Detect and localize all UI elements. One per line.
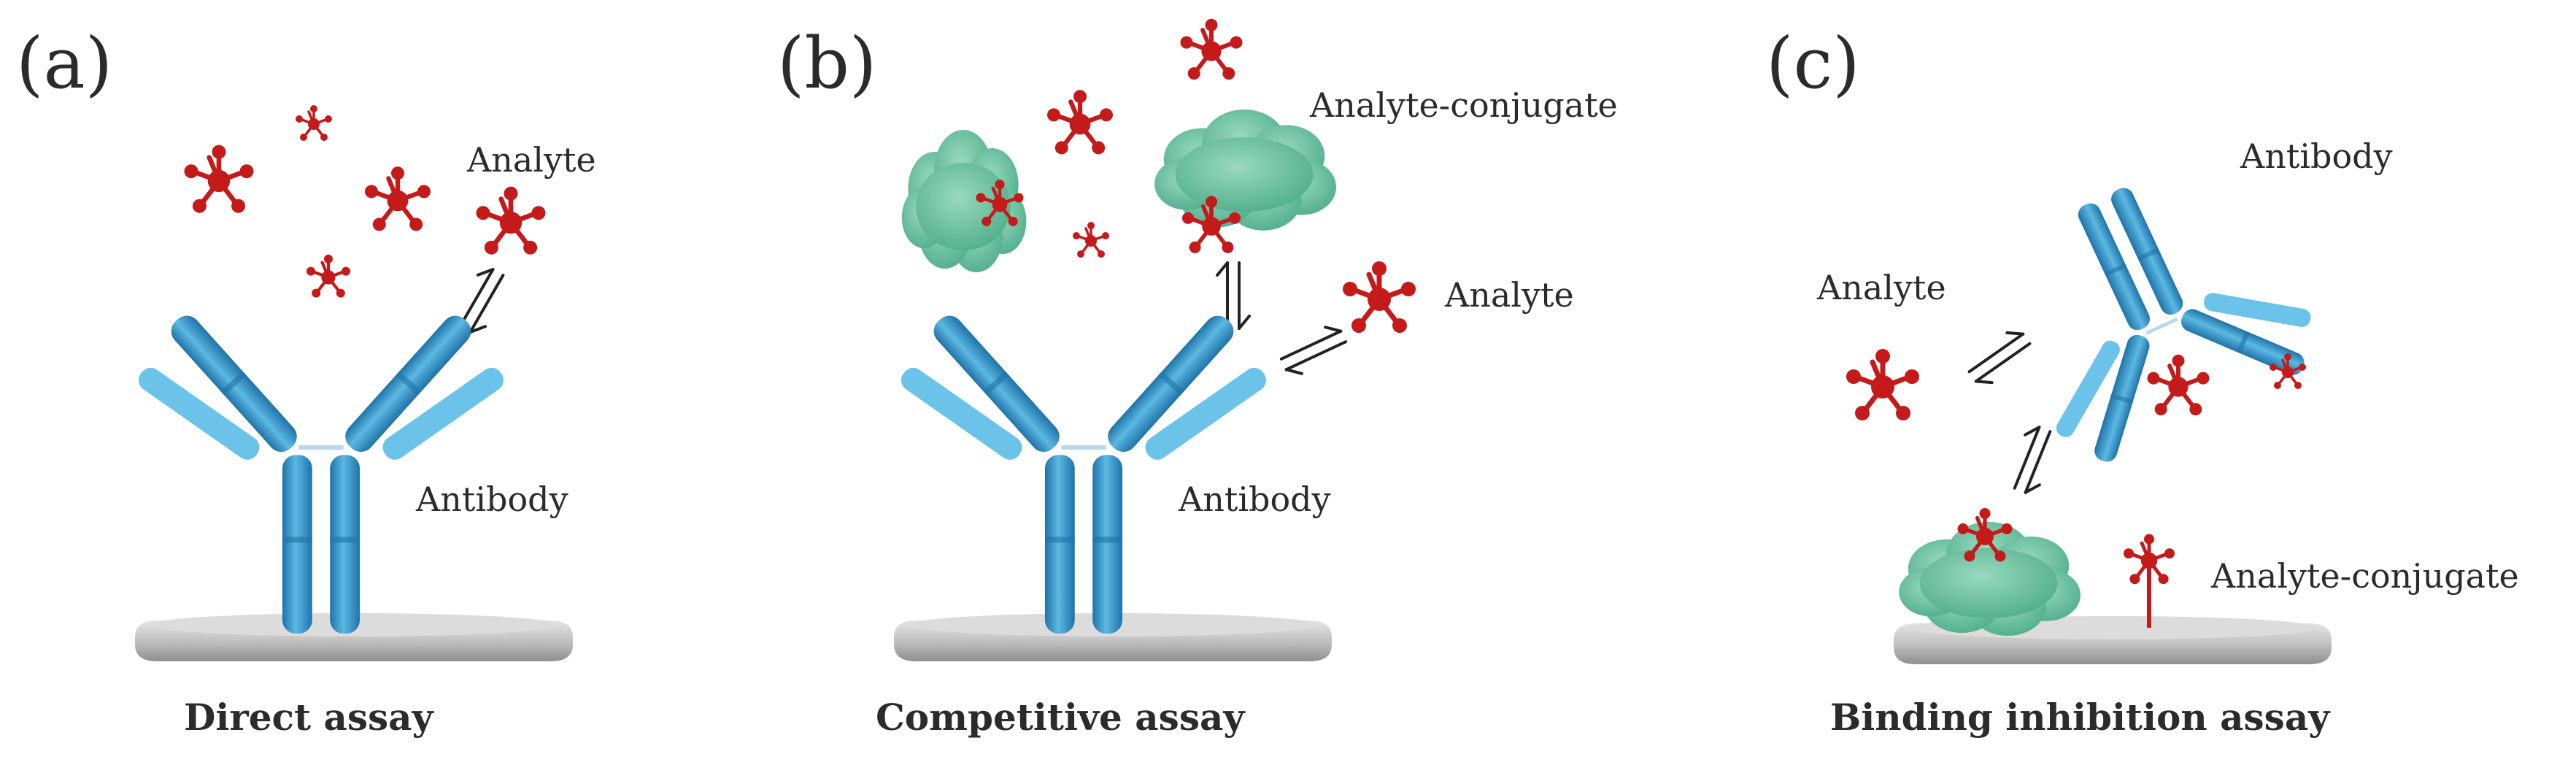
panel-a: (a) Analyte Antibody Direct assay [16, 23, 596, 739]
panel-c-conjugate-label: Analyte-conjugate [2210, 556, 2519, 596]
analyte-molecule-icon [1846, 349, 1919, 420]
panel-b-conjugate-label: Analyte-conjugate [1309, 85, 1618, 125]
panel-a-caption: Direct assay [184, 696, 435, 739]
analyte-molecule-icon [477, 187, 546, 255]
antibody-icon [897, 310, 1270, 634]
panel-b-antibody-label: Antibody [1178, 480, 1331, 519]
analyte-molecule-icon [365, 166, 431, 231]
equilibrium-arrow-icon [2003, 422, 2062, 498]
analyte-molecule-icon [1181, 19, 1243, 80]
analyte-molecule-icon [2148, 355, 2210, 415]
antibody-icon [1973, 136, 2336, 482]
antibody-icon [134, 310, 508, 634]
panel-b-caption: Competitive assay [876, 696, 1246, 739]
panel-a-antibody-label: Antibody [415, 480, 568, 519]
panel-c: (c) Antibody Analyte Analyte-conjugate B… [1766, 23, 2519, 739]
analyte-molecule-icon [1047, 90, 1113, 154]
conjugate-blob-icon [1154, 109, 1336, 231]
analyte-molecule-icon [1343, 261, 1416, 333]
panel-c-analyte-label: Analyte [1816, 268, 1946, 307]
panel-a-analyte-label: Analyte [466, 140, 596, 180]
panel-c-caption: Binding inhibition assay [1830, 696, 2331, 739]
analyte-molecule-icon [1071, 220, 1111, 259]
equilibrium-arrow-icon [1962, 324, 2037, 391]
panel-a-letter: (a) [16, 23, 112, 104]
panel-c-antibody-label: Antibody [2240, 136, 2393, 176]
panel-b-analyte-label: Analyte [1444, 275, 1574, 315]
analyte-molecule-icon [294, 104, 333, 142]
analyte-molecule-icon [185, 145, 254, 213]
analyte-molecule-icon [306, 255, 350, 298]
panel-c-letter: (c) [1766, 23, 1860, 104]
panel-b: (b) Analyte-conjugate Analyte Antibody C… [777, 19, 1618, 739]
panel-b-letter: (b) [777, 23, 876, 104]
equilibrium-arrow-icon [1275, 320, 1352, 380]
